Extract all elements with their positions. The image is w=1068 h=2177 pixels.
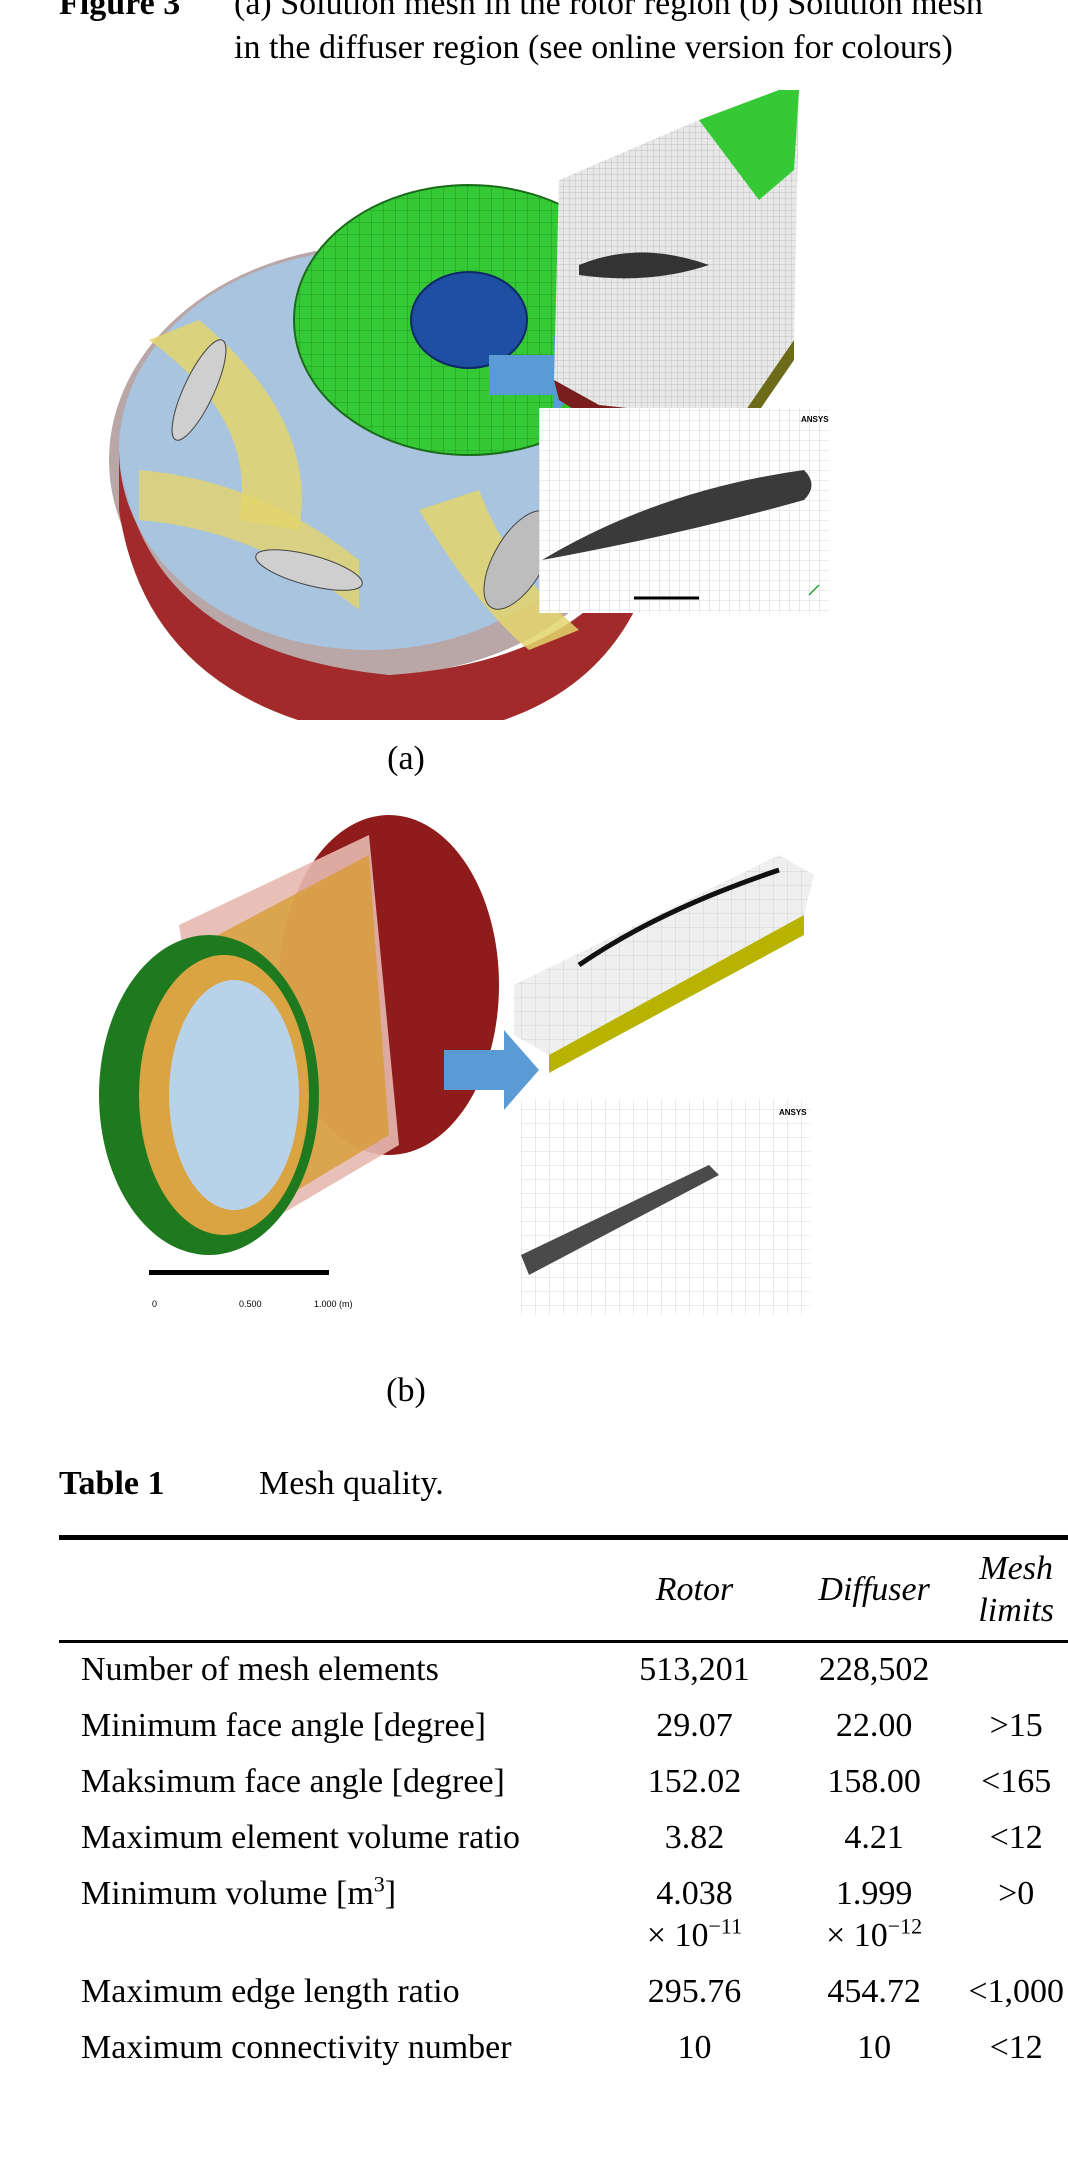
row-limit: >15 [989, 1707, 1043, 1744]
row-rotor: 4.038 × 10−11 [605, 1867, 784, 1965]
table-row: Maximum element volume ratio 3.82 4.21 <… [59, 1811, 1068, 1867]
scale-label-0500: 0.500 [239, 1299, 262, 1309]
rotor-passage-view [554, 90, 799, 440]
table-header-mesh-limits: Mesh limits [978, 1550, 1054, 1629]
row-limit: <165 [981, 1763, 1052, 1800]
row-rotor: 10 [677, 2029, 712, 2066]
row-name: Number of mesh elements [81, 1651, 439, 1688]
table-row: Minimum face angle [degree] 29.07 22.00 … [59, 1699, 1068, 1755]
row-name: Minimum volume [m3] [59, 1867, 605, 1965]
diffuser-passage-view [514, 855, 814, 1073]
row-limit: <12 [989, 2029, 1043, 2066]
table-caption: Table 1 Mesh quality. [59, 1465, 444, 1503]
scale-label-0: 0 [152, 1299, 157, 1309]
table-row: Number of mesh elements 513,201 228,502 [59, 1642, 1068, 1700]
figure-caption-line1: (a) Solution mesh in the rotor region (b… [234, 0, 983, 22]
row-name: Maximum edge length ratio [81, 1973, 460, 2010]
diffuser-exponent: −12 [887, 1913, 923, 1939]
rotor-mantissa: 4.038 [656, 1875, 733, 1912]
diffuser-3d-view: 0 0.500 1.000 (m) [99, 815, 499, 1309]
row-name: Maximum element volume ratio [81, 1819, 521, 1856]
row-diffuser: 158.00 [827, 1763, 921, 1800]
figure-caption: Figure 3 (a) Solution mesh in the rotor r… [59, 0, 983, 70]
ansys-logo: ANSYS [801, 415, 829, 424]
rotor-blade-mesh-zoom: ANSYS [539, 408, 829, 613]
row-name-close: ] [384, 1875, 397, 1912]
row-rotor: 29.07 [656, 1707, 733, 1744]
row-diffuser: 10 [857, 2029, 892, 2066]
table-row: Maximum connectivity number 10 10 <12 [59, 2021, 1068, 2077]
mesh-quality-table: Rotor Diffuser Mesh limits Number of mes… [59, 1535, 1068, 2077]
table-row: Maximum edge length ratio 295.76 454.72 … [59, 1965, 1068, 2021]
figure-b-diffuser-mesh: 0 0.500 1.000 (m) ANSYS [99, 815, 814, 1315]
diffuser-times-ten: × 10 [826, 1917, 888, 1954]
row-diffuser: 454.72 [827, 1973, 921, 2010]
subfigure-label-a: (a) [387, 740, 425, 777]
row-name: Maximum connectivity number [81, 2029, 512, 2066]
row-limit [964, 1642, 1068, 1700]
table-title: Mesh quality. [259, 1465, 444, 1502]
row-rotor: 513,201 [639, 1651, 750, 1688]
figure-a-rotor-mesh: ANSYS [109, 90, 829, 720]
diffuser-blade-mesh-zoom: ANSYS [521, 1100, 811, 1315]
row-rotor: 295.76 [647, 1973, 742, 2010]
row-diffuser: 22.00 [835, 1707, 913, 1744]
figure-caption-line2: in the diffuser region (see online versi… [234, 29, 953, 66]
table-row: Maksimum face angle [degree] 152.02 158.… [59, 1755, 1068, 1811]
row-rotor: 3.82 [664, 1819, 725, 1856]
table-header-row: Rotor Diffuser Mesh limits [59, 1537, 1068, 1642]
table-header-empty [59, 1538, 605, 1642]
row-name-text: Minimum volume [m [81, 1875, 374, 1912]
row-name: Maksimum face angle [degree] [81, 1763, 505, 1800]
row-rotor: 152.02 [647, 1763, 742, 1800]
table-header-rotor: Rotor [655, 1571, 734, 1608]
table-label: Table 1 [59, 1465, 165, 1502]
scale-label-1000: 1.000 (m) [314, 1299, 353, 1309]
row-diffuser: 4.21 [844, 1819, 904, 1856]
row-limit: >0 [998, 1875, 1035, 1912]
row-diffuser: 1.999 × 10−12 [784, 1867, 964, 1965]
figure-label: Figure 3 [59, 0, 181, 22]
row-limit: <1,000 [968, 1973, 1064, 2010]
diffuser-mantissa: 1.999 [835, 1875, 913, 1912]
subfigure-label-b: (b) [386, 1372, 426, 1409]
ansys-logo: ANSYS [779, 1108, 807, 1117]
row-name: Minimum face angle [degree] [81, 1707, 486, 1744]
table-header-diffuser: Diffuser [818, 1571, 930, 1608]
rotor-exponent: −11 [708, 1913, 743, 1939]
arrow-icon [444, 1030, 539, 1110]
row-diffuser: 228,502 [818, 1651, 930, 1688]
row-name-superscript: 3 [373, 1871, 385, 1897]
row-limit: <12 [989, 1819, 1043, 1856]
table-row: Minimum volume [m3] 4.038× 10−11 1.999× … [59, 1867, 1068, 1965]
rotor-times-ten: × 10 [646, 1917, 709, 1954]
